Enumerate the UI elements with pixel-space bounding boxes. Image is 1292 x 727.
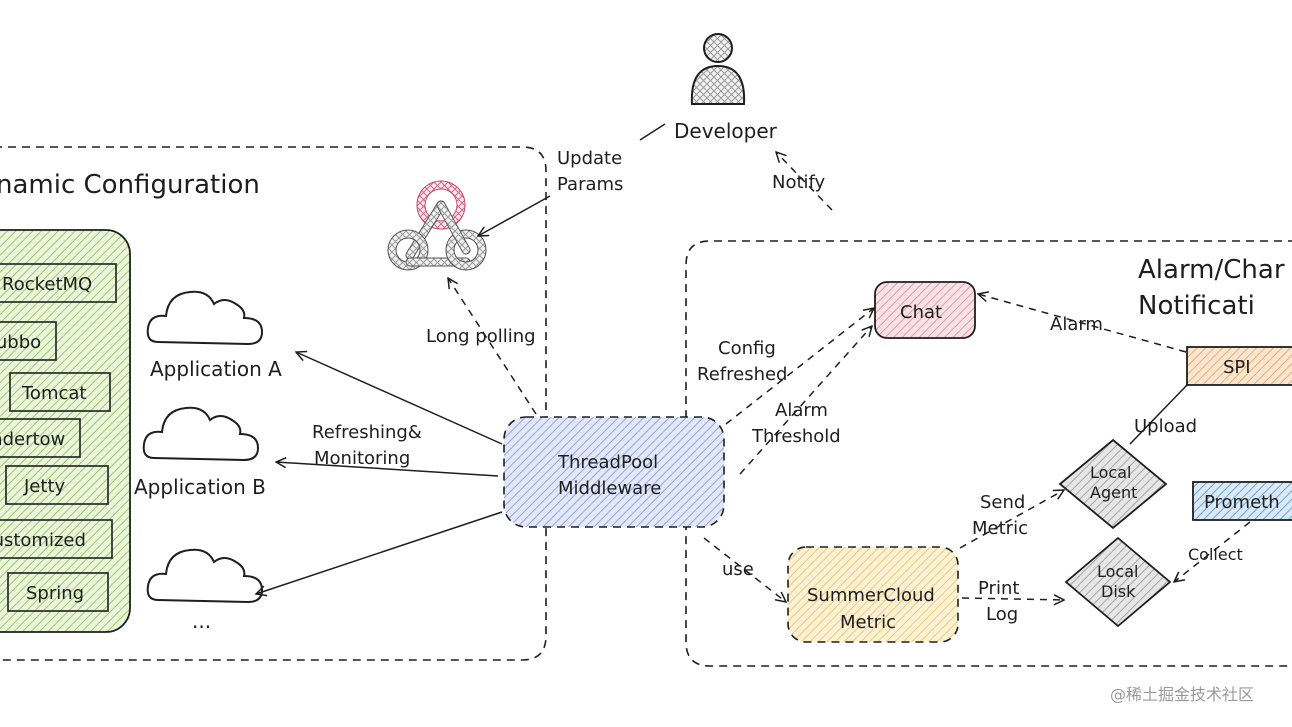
summercloud-metric-node (787, 546, 959, 643)
collect-label: Collect (1188, 545, 1243, 564)
edge-developer-webhook (639, 123, 666, 141)
long-polling-label: Long polling (426, 326, 536, 347)
edge-use (703, 537, 786, 602)
dynamic-config-group (0, 146, 547, 661)
edge-to-app-b (276, 462, 499, 477)
prometheus-label: Prometh (1204, 492, 1280, 513)
developer-icon (690, 33, 746, 105)
send-metric-label-1: Send (980, 492, 1025, 513)
framework-spring: Spring (7, 572, 109, 612)
framework-undertow: Undertow (0, 418, 81, 458)
edge-update-params (478, 195, 551, 236)
chat-label: Chat (900, 302, 942, 323)
spi-node (1186, 346, 1292, 386)
prometheus-node (1192, 481, 1292, 521)
print-log-label-2: Log (986, 604, 1018, 625)
webhook-icon (387, 180, 487, 271)
application-b-label: Application B (134, 475, 266, 499)
framework-label: RocketMQ (2, 274, 92, 295)
edge-to-app-a (296, 352, 503, 445)
update-params-label-2: Params (557, 174, 623, 195)
use-label: use (722, 559, 754, 580)
refreshing-label-1: Refreshing& (312, 422, 422, 443)
summercloud-label-2: Metric (840, 612, 896, 633)
edge-long-polling (448, 278, 537, 415)
framework-label: Dubbo (0, 332, 41, 353)
edge-notify (776, 152, 833, 211)
framework-customized: Customized (0, 519, 113, 559)
edge-collect (1174, 521, 1251, 582)
config-refreshed-label-1: Config (718, 338, 776, 359)
framework-tomcat: Tomcat (9, 372, 111, 412)
framework-rocketmq: RocketMQ (0, 263, 117, 303)
local-disk-node (1064, 536, 1172, 628)
framework-label: Spring (26, 583, 84, 604)
dynamic-config-title: namic Configuration (0, 170, 260, 200)
alarm-threshold-label-1: Alarm (775, 400, 828, 421)
edge-alarm (978, 294, 1187, 353)
alarm-threshold-label-2: Threshold (751, 426, 841, 447)
local-agent-node (1058, 438, 1168, 530)
config-refreshed-label-2: Refreshed (697, 364, 787, 385)
edge-upload (1129, 383, 1189, 445)
spi-label: SPI (1223, 357, 1251, 378)
alarm-group-title-2: Notificati (1138, 291, 1255, 321)
framework-label: Undertow (0, 429, 65, 450)
cloud-icon (142, 406, 260, 462)
developer-label: Developer (674, 119, 778, 143)
print-log-label-1: Print (978, 578, 1019, 599)
summercloud-label-1: SummerCloud (807, 585, 935, 606)
alarm-label: Alarm (1050, 314, 1103, 335)
upload-label: Upload (1134, 416, 1197, 437)
edge-to-app-more (256, 511, 503, 594)
threadpool-middleware-node (503, 416, 725, 528)
send-metric-label-2: Metric (972, 518, 1028, 539)
edge-send-metric (959, 490, 1064, 549)
application-a-label: Application A (150, 357, 282, 381)
framework-jetty: Jetty (5, 465, 109, 505)
notify-label: Notify (772, 172, 826, 193)
local-agent-label-2: Agent (1090, 483, 1137, 502)
framework-label: Tomcat (21, 383, 86, 404)
framework-label: Jetty (23, 476, 65, 497)
cloud-icon (146, 290, 264, 346)
local-agent-label-1: Local (1090, 463, 1131, 482)
edge-config-refreshed (725, 308, 874, 425)
watermark: @稀土掘金技术社区 (1110, 685, 1254, 704)
edge-print-log (961, 598, 1064, 600)
update-params-label-1: Update (557, 148, 622, 169)
local-disk-label-2: Disk (1101, 582, 1136, 601)
alarm-group-title-1: Alarm/Char (1138, 255, 1285, 285)
framework-label: Customized (0, 530, 86, 551)
middleware-label-1: ThreadPool (557, 452, 658, 473)
cloud-icon (146, 548, 264, 604)
application-more-label: ... (192, 609, 211, 633)
middleware-label-2: Middleware (558, 478, 661, 499)
refreshing-label-2: Monitoring (314, 448, 410, 469)
local-disk-label-1: Local (1097, 562, 1138, 581)
framework-dubbo: Dubbo (0, 321, 57, 361)
